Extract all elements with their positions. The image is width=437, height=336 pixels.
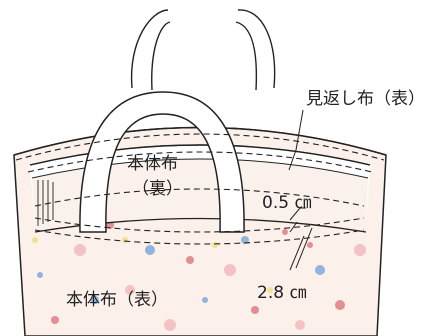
label-body-fabric-outer: 本体布（表） — [66, 290, 168, 310]
label-stitch-margin-bottom: 2.8 ㎝ — [257, 283, 306, 303]
interior-fold-lines — [37, 180, 54, 226]
label-body-fabric-inner-1: 本体布 — [127, 154, 178, 174]
lower-stitch-2 — [34, 217, 365, 233]
label-stitch-margin-top: 0.5 ㎝ — [262, 193, 311, 213]
label-body-fabric-inner-2: （裏） — [132, 178, 183, 199]
back-handle — [130, 9, 276, 91]
label-facing-fabric-outer: 見返し布（表） — [306, 89, 425, 109]
lower-stitch-3 — [34, 229, 365, 245]
stitch-lines — [15, 133, 385, 245]
dimension-leaders — [288, 109, 313, 271]
facing-band — [32, 159, 368, 232]
inner-rim-stitch — [27, 151, 373, 173]
front-handle — [79, 91, 245, 233]
outer-rim-stitch — [15, 133, 385, 161]
lower-stitch-1 — [34, 188, 365, 207]
